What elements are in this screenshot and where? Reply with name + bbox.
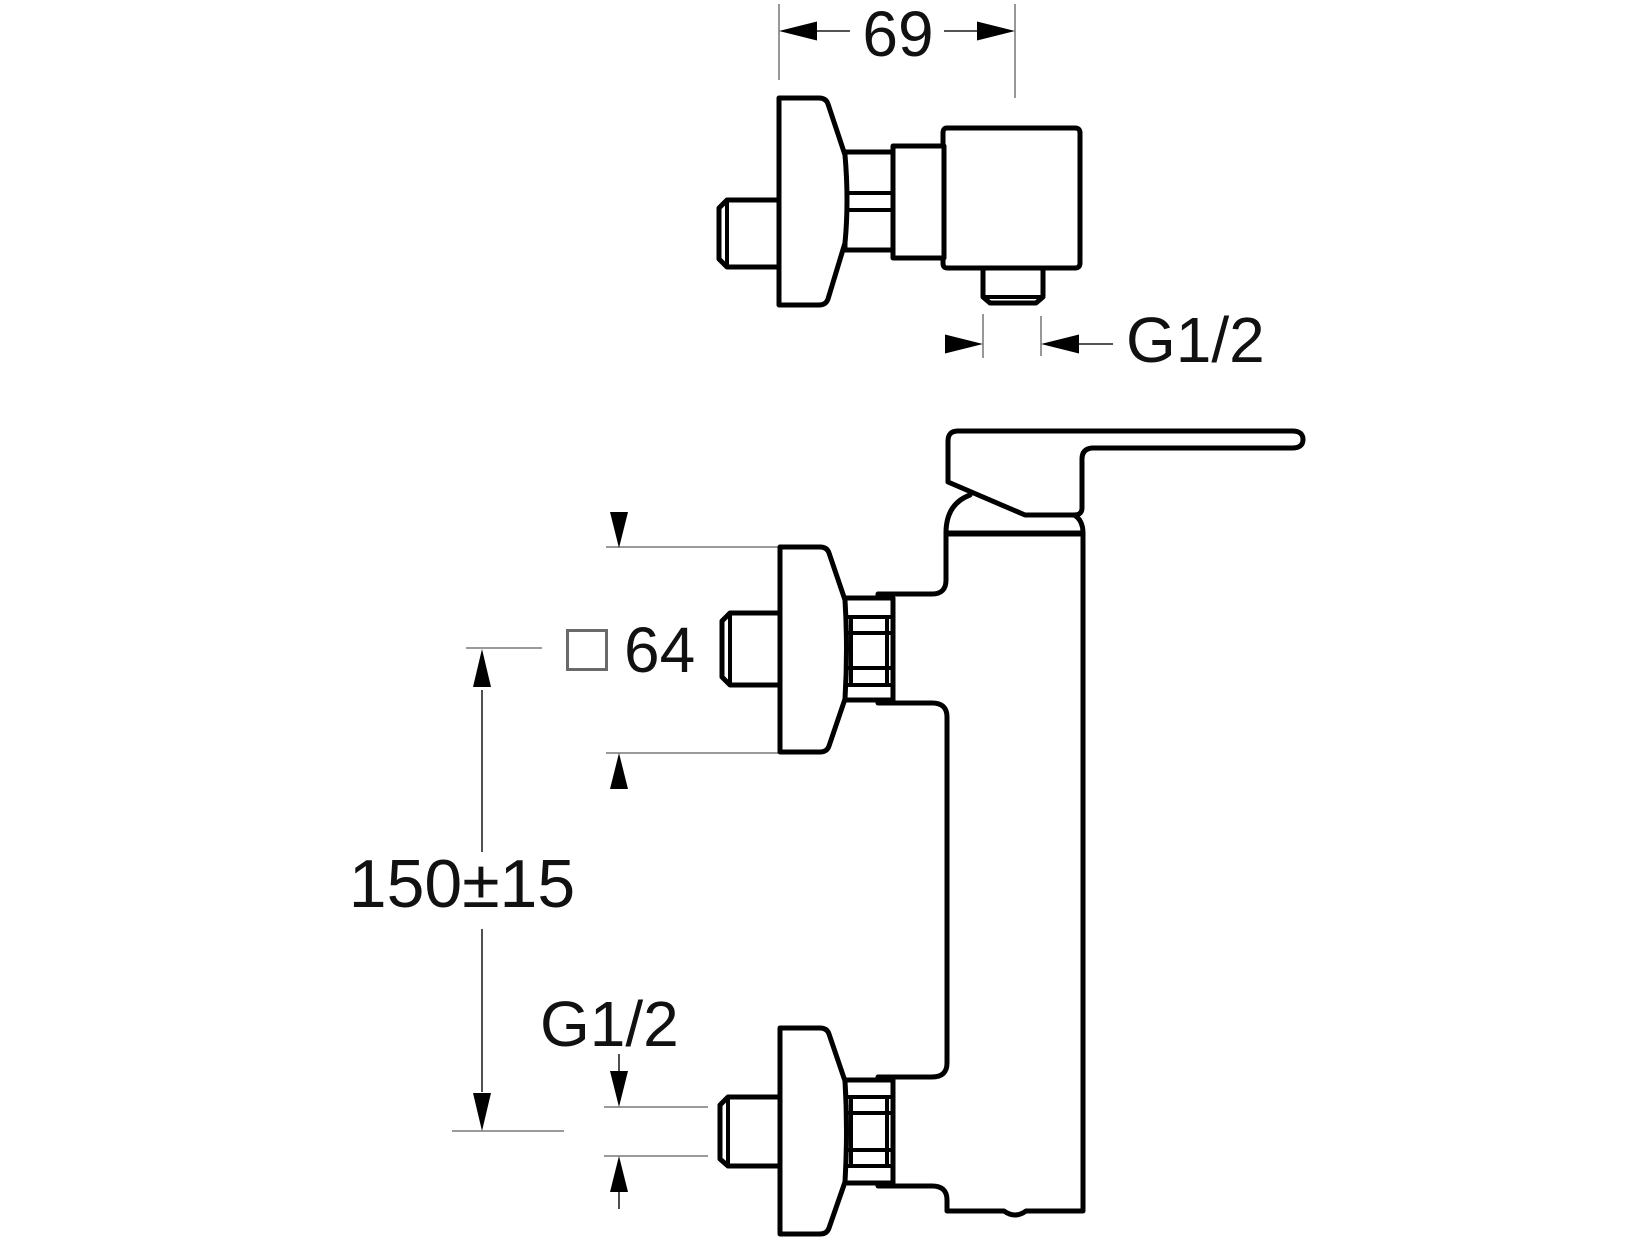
top-view-union-nut [842,149,896,253]
dim-bottom-g12 [604,1054,708,1209]
dim-69 [778,4,1016,98]
dim-label-g12-bottom: G1/2 [540,988,679,1060]
top-view [716,95,1083,308]
top-view-valve-body [940,125,1083,271]
lower-escutcheon [777,1025,849,1237]
upper-union-nut [842,595,896,703]
dimension-arrow-up [610,753,628,789]
upper-escutcheon [777,544,849,755]
dimension-arrow-left [779,21,817,41]
top-view-adapter [890,143,947,261]
mixer-body [875,531,1086,1218]
dimension-arrow-down [473,1093,491,1131]
dim-label-g12-top: G1/2 [1126,304,1265,376]
dimension-arrow-up [610,1156,628,1192]
dimension-annotations [452,4,1113,1209]
lower-union-nut [842,1077,896,1186]
dim-64 [606,512,778,789]
square-symbol [566,629,608,671]
side-view [717,428,1306,1237]
dim-label-69: 69 [862,0,934,70]
dimension-arrow-left [1041,334,1079,354]
dimension-arrow-down [610,1071,628,1107]
dim-label-150: 150±15 [348,846,576,922]
dimension-arrow-right [977,21,1015,41]
dim-150 [452,647,564,1132]
cartridge-dome-right-arc [1071,512,1086,536]
dimension-arrow-down [610,512,628,548]
lower-wall-nipple [717,1094,783,1169]
handle-lever [945,428,1306,518]
dimension-arrow-right [945,334,983,354]
dim-label-64: 64 [624,614,696,686]
dimension-arrow-up [473,649,491,687]
upper-wall-nipple [719,610,783,688]
cartridge-dome-left-arc [943,492,973,536]
top-view-escutcheon [776,95,850,308]
dim-top-g12 [945,314,1113,358]
